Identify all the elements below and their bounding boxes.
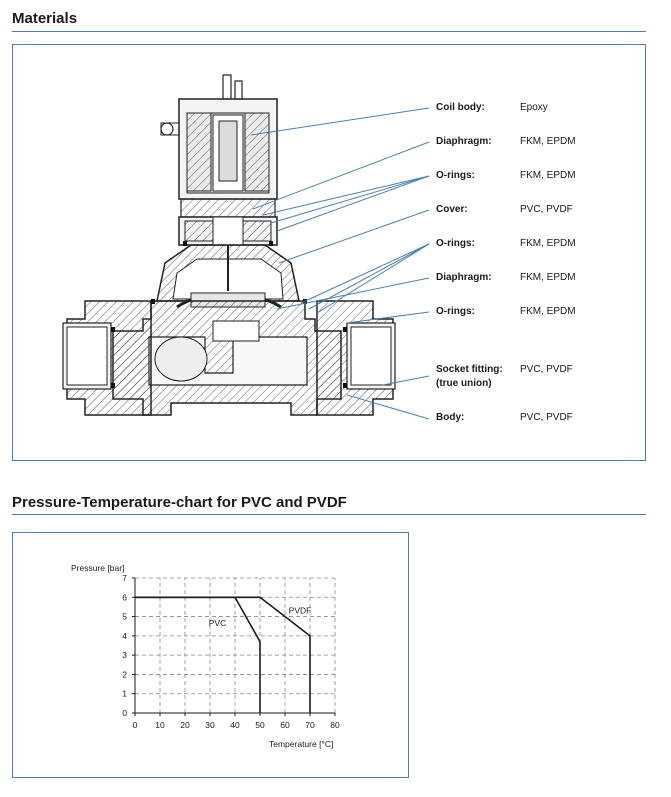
x-tick-label: 80 — [330, 720, 340, 730]
leader-lines — [250, 107, 430, 420]
material-part-label: Cover: — [436, 204, 468, 215]
x-tick-label: 0 — [133, 720, 138, 730]
material-part-label-line2: (true union) — [436, 378, 492, 389]
x-tick-label: 30 — [205, 720, 215, 730]
x-tick-label: 50 — [255, 720, 265, 730]
y-axis-title: Pressure [bar] — [71, 563, 124, 573]
y-tick-label: 3 — [122, 650, 127, 660]
y-tick-label: 5 — [122, 612, 127, 622]
material-part-label: Socket fitting: — [436, 364, 503, 375]
materials-frame: Coil body: Epoxy Diaphragm: FKM, EPDM O-… — [12, 44, 646, 461]
y-tick-label: 4 — [122, 631, 127, 641]
valve-cross-section-drawing — [62, 74, 430, 420]
series-line-pvdf — [135, 596, 311, 713]
pressure-temperature-chart: 0 10 20 30 40 50 60 70 80 0 1 2 3 4 5 6 7 PVC PVDF Pressu… — [71, 563, 340, 749]
material-value: FKM, EPDM — [520, 272, 576, 283]
materials-title-rule — [12, 31, 646, 32]
chart-ticks: 0 10 20 30 40 50 60 70 80 0 1 2 3 4 5 6 7 — [122, 573, 340, 730]
series-label-pvc: PVC — [209, 618, 226, 628]
pilot-block — [180, 198, 276, 218]
material-value: FKM, EPDM — [520, 238, 576, 249]
coil-terminal — [222, 74, 232, 100]
x-tick-label: 60 — [280, 720, 290, 730]
x-axis-title: Temperature [°C] — [269, 739, 333, 749]
material-value: Epoxy — [520, 102, 548, 113]
materials-section-title: Materials — [12, 10, 78, 27]
material-value: FKM, EPDM — [520, 306, 576, 317]
y-tick-label: 7 — [122, 573, 127, 583]
y-tick-label: 1 — [122, 689, 127, 699]
material-value: FKM, EPDM — [520, 136, 576, 147]
material-part-label: Coil body: — [436, 102, 485, 113]
coil-screw — [160, 122, 174, 136]
material-value: PVC, PVDF — [520, 204, 573, 215]
coil-terminal — [234, 80, 243, 100]
y-tick-label: 2 — [122, 669, 127, 679]
material-part-label: O-rings: — [436, 306, 475, 317]
material-value: FKM, EPDM — [520, 170, 576, 181]
material-value: PVC, PVDF — [520, 412, 573, 423]
y-tick-label: 0 — [122, 708, 127, 718]
x-tick-label: 70 — [305, 720, 315, 730]
material-part-label: O-rings: — [436, 238, 475, 249]
material-part-label: Diaphragm: — [436, 136, 492, 147]
material-value: PVC, PVDF — [520, 364, 573, 375]
y-tick-label: 6 — [122, 592, 127, 602]
x-tick-label: 20 — [180, 720, 190, 730]
chart-title-rule — [12, 514, 646, 515]
material-part-label: O-rings: — [436, 170, 475, 181]
x-tick-label: 40 — [230, 720, 240, 730]
chart-series: PVC PVDF — [135, 596, 312, 713]
material-part-label: Body: — [436, 412, 465, 423]
x-tick-label: 10 — [155, 720, 165, 730]
series-label-pvdf: PVDF — [289, 606, 312, 616]
chart-section-title: Pressure-Temperature-chart for PVC and P… — [12, 494, 347, 511]
chart-frame: 0 10 20 30 40 50 60 70 80 0 1 2 3 4 5 6 7 PVC PVDF Pressu… — [12, 532, 409, 778]
material-part-label: Diaphragm: — [436, 272, 492, 283]
